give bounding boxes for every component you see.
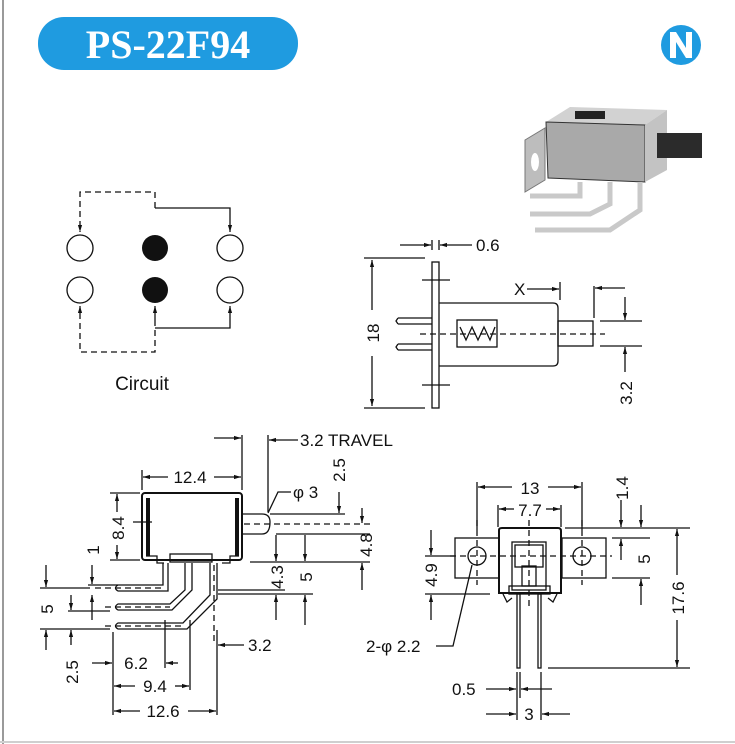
dim-top-offset: 1.4: [613, 476, 632, 500]
dim-bracket-height: 5: [635, 554, 654, 563]
dim-plunger: 3.2: [617, 381, 636, 405]
model-title: PS-22F94: [86, 22, 250, 67]
dim-pin-pitch: 5: [38, 604, 57, 613]
dim-height: 18: [364, 324, 383, 343]
dim-pin-pitch: 3: [524, 705, 533, 724]
dim-holes: 2-φ 2.2: [366, 637, 421, 656]
dim-knob-height: 4.8: [357, 533, 376, 557]
dim-12-6: 12.6: [146, 702, 179, 721]
dim-travel-x: X: [514, 280, 525, 299]
terminal-common: [142, 277, 168, 303]
front-view-drawing: 12.4 3.2 TRAVEL φ 3 2.5 4.8 4.3 5 8.4: [38, 431, 393, 721]
dim-travel: 3.2 TRAVEL: [300, 431, 393, 450]
dim-knob-offset: 2.5: [330, 458, 349, 482]
circuit-label: Circuit: [115, 374, 170, 395]
dim-knob-diameter: φ 3: [293, 483, 318, 502]
model-title-badge: PS-22F94: [38, 17, 298, 70]
dim-5: 5: [297, 572, 316, 581]
circuit-diagram: Circuit: [66, 191, 244, 395]
side-view-drawing: 18 0.6 X 3.2: [364, 236, 642, 409]
terminal-open: [66, 234, 94, 262]
dim-3-2: 3.2: [248, 636, 272, 655]
dim-mount-width: 13: [521, 479, 540, 498]
dim-body-height: 8.4: [109, 516, 128, 540]
terminal-open: [216, 276, 244, 304]
terminal-open: [216, 234, 244, 262]
dim-pin-width: 0.5: [452, 680, 476, 699]
terminal-open: [66, 276, 94, 304]
dim-pin-offset: 1: [84, 545, 103, 554]
dim-9-4: 9.4: [143, 677, 167, 696]
dim-hole-height: 4.9: [422, 563, 441, 587]
dim-4-3: 4.3: [268, 565, 287, 589]
dim-panel-thickness: 0.6: [476, 236, 500, 255]
dim-body-width: 7.7: [518, 501, 542, 520]
product-photo: [524, 107, 702, 233]
dim-row-offset: 2.5: [63, 660, 82, 684]
dim-6-2: 6.2: [124, 654, 148, 673]
end-view-drawing: 13 7.7 1.4 5 17.6 4.9 2-φ 2.2 0.5 3: [366, 476, 690, 724]
dim-body-width: 12.4: [173, 468, 206, 487]
terminal-common: [142, 235, 168, 261]
brand-logo: [661, 25, 701, 65]
dim-total-height: 17.6: [669, 581, 688, 614]
